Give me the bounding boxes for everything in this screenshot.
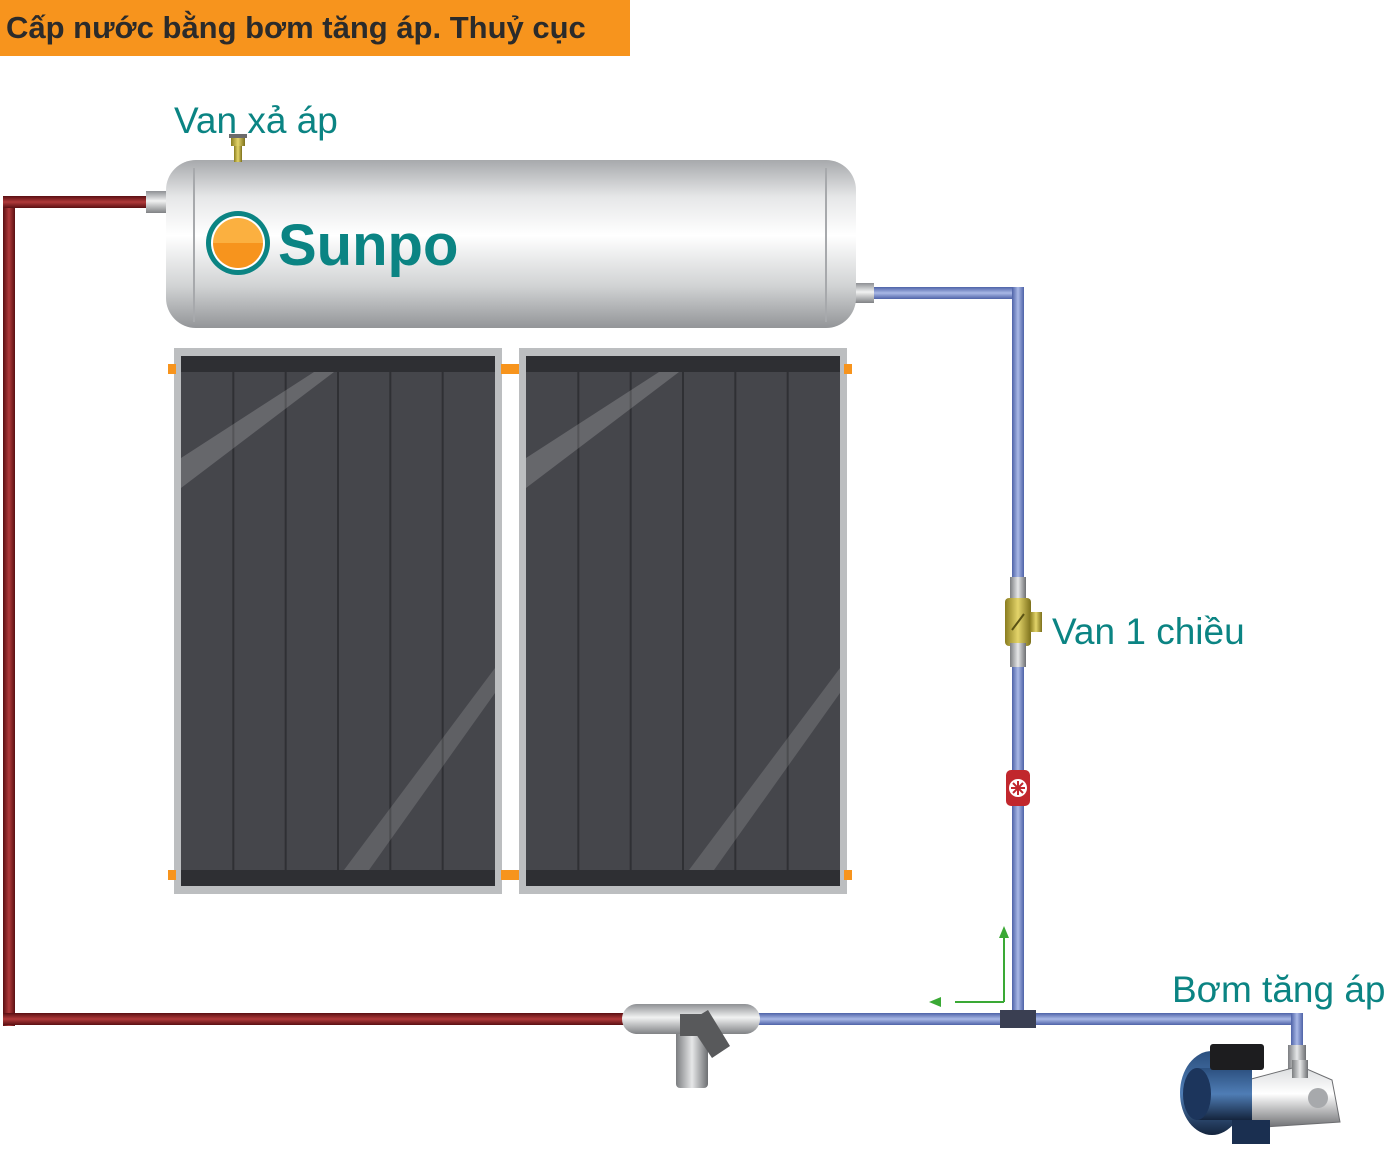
booster-pump-icon (1180, 1044, 1341, 1144)
solar-panel-1 (174, 348, 502, 894)
title-bar: Cấp nước bằng bơm tăng áp. Thuỷ cục (0, 0, 630, 56)
relief-valve-icon (229, 134, 247, 162)
solar-panel-2 (519, 348, 847, 894)
booster-pump-label: Bơm tăng áp (1172, 969, 1386, 1010)
tank-hot-fitting (146, 191, 168, 213)
hot-water-pipe (3, 196, 631, 1026)
check-valve-icon (1005, 577, 1042, 667)
tank-cold-fitting (854, 283, 874, 303)
check-valve-label: Van 1 chiều (1052, 611, 1245, 652)
brand-name: Sunpo (278, 213, 458, 278)
mixing-valve-icon (622, 1004, 760, 1088)
storage-tank (166, 160, 856, 328)
panel-brackets (168, 364, 852, 880)
diagram-title: Cấp nước bằng bơm tăng áp. Thuỷ cục (6, 10, 586, 45)
relief-valve-label: Van xả áp (174, 100, 338, 141)
water-meter-icon (1006, 770, 1030, 806)
flow-arrow-icon (929, 926, 1009, 1007)
tee-fitting (1000, 1010, 1036, 1028)
sun-logo-icon (206, 211, 270, 275)
solar-collectors (174, 348, 847, 894)
